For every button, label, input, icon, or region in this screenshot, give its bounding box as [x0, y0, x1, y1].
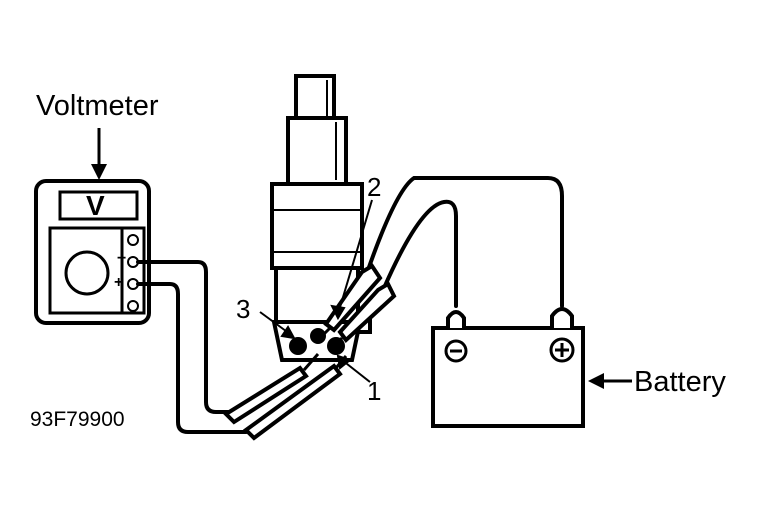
- voltmeter: [34, 128, 151, 325]
- voltmeter-plus-label: +: [114, 274, 124, 291]
- sensor-upper-stem: [294, 74, 336, 120]
- probe-battery-negative: [337, 281, 397, 343]
- probe-battery-positive-tip: [316, 326, 332, 342]
- voltmeter-arrowhead: [91, 164, 107, 180]
- wire-battery-positive: [366, 176, 564, 308]
- voltmeter-display-label: V: [86, 190, 105, 221]
- wires: [136, 176, 564, 434]
- probe-negative: [222, 365, 309, 425]
- battery-label: Battery: [634, 366, 726, 398]
- voltmeter-minus-label: −: [117, 250, 127, 267]
- battery: [431, 307, 632, 428]
- battery-arrowhead: [588, 373, 604, 389]
- voltmeter-terminal-bottom: [127, 300, 139, 312]
- probe-battery-negative-tip: [328, 336, 344, 352]
- oxygen-sensor: [270, 74, 372, 362]
- sensor-pin-3: [289, 337, 307, 355]
- callout-1-arrowhead: [336, 354, 353, 370]
- test-leads: [222, 263, 397, 441]
- voltmeter-dial: [64, 250, 110, 296]
- wire-voltmeter-negative: [136, 260, 234, 414]
- voltmeter-dial-panel: [48, 226, 146, 315]
- sensor-collar: [286, 116, 348, 186]
- voltmeter-label: Voltmeter: [36, 90, 159, 122]
- callout-3-arrowhead: [280, 325, 296, 340]
- wire-battery-negative: [382, 199, 458, 308]
- callout-2-label: 2: [367, 172, 382, 202]
- wire-voltmeter-positive: [136, 282, 248, 434]
- figure-reference: 93F79900: [30, 408, 125, 431]
- callout-1-label: 1: [367, 376, 382, 406]
- sensor-body: [270, 182, 364, 270]
- callouts: [259, 199, 373, 383]
- probe-negative-tip: [302, 353, 320, 371]
- battery-negative-post: [446, 310, 466, 328]
- callout-2-leader: [337, 199, 373, 315]
- voltmeter-display: [58, 190, 139, 221]
- voltmeter-terminal-top: [127, 234, 139, 246]
- battery-positive-post: [550, 307, 574, 328]
- callout-3-label: 3: [236, 294, 251, 324]
- probe-positive: [242, 363, 343, 441]
- callout-2-arrowhead: [330, 304, 346, 321]
- voltmeter-body: [34, 179, 151, 325]
